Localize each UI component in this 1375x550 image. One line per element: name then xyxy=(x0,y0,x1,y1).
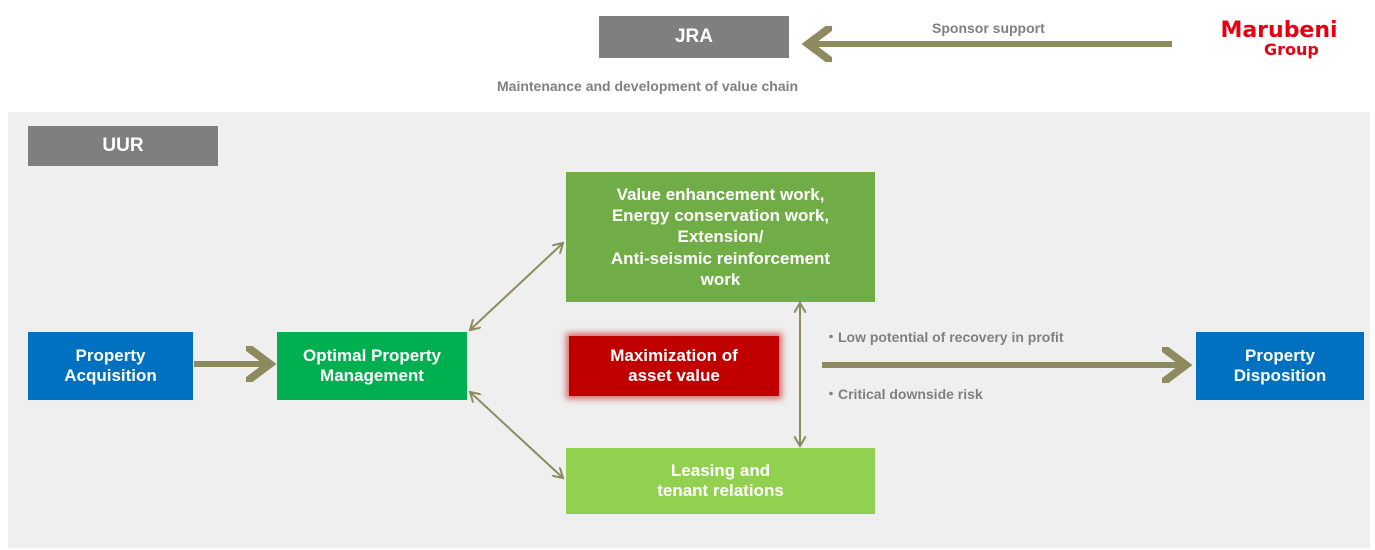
optimal-property-management-box: Optimal Property Management xyxy=(277,332,467,400)
uur-tag: UUR xyxy=(28,126,218,166)
uur-tag-label: UUR xyxy=(102,135,144,156)
value-chain-label: Maintenance and development of value cha… xyxy=(497,78,799,94)
criterion-low-recovery: ・Low potential of recovery in profit xyxy=(824,329,1064,345)
management-leasing-arrow xyxy=(470,392,563,478)
jra-label: JRA xyxy=(674,26,713,47)
property-disposition-box: Property Disposition xyxy=(1196,332,1364,400)
marubeni-logo: Marubeni Group xyxy=(1190,20,1368,58)
logo-sub-text: Group xyxy=(1264,40,1319,59)
criterion-downside-risk: ・Critical downside risk xyxy=(824,386,983,402)
property-acquisition-box: Property Acquisition xyxy=(28,332,193,400)
logo-main-text: Marubeni xyxy=(1220,18,1338,43)
sponsor-support-label: Sponsor support xyxy=(932,20,1045,36)
value-enhancement-work-box: Value enhancement work, Energy conservat… xyxy=(566,172,875,302)
jra-box: JRA xyxy=(599,16,789,58)
leasing-tenant-relations-box: Leasing and tenant relations xyxy=(566,448,875,514)
management-value-work-arrow xyxy=(470,243,563,330)
maximization-asset-value-box: Maximization of asset value xyxy=(569,336,779,396)
